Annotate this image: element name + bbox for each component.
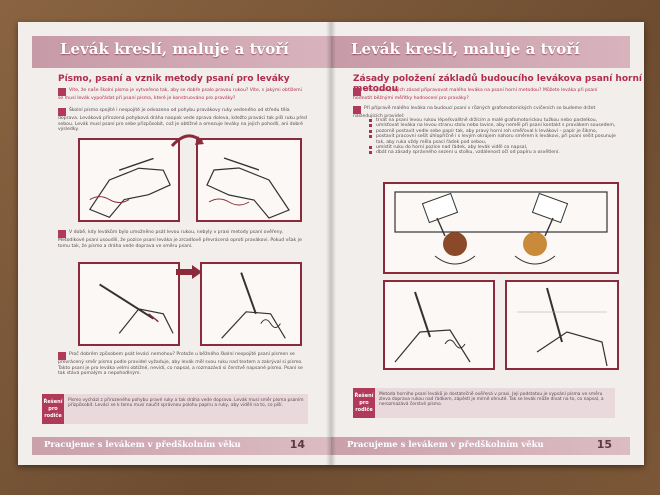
right-arrow-icon bbox=[176, 265, 202, 279]
list-item: trvat na psaní levou rukou lépe/kvalitně… bbox=[369, 118, 622, 123]
right-footer: Pracujeme s levákem v předškolním věku 1… bbox=[331, 437, 630, 455]
left-header-title: Levák kreslí, maluje a tvoří bbox=[60, 40, 289, 58]
right-hand-writing-illustration bbox=[88, 157, 171, 218]
illustration-hand-pen-close bbox=[505, 280, 619, 370]
left-paragraph-1-text: Školní písmo spojité i nespojité je odvo… bbox=[58, 108, 307, 133]
open-workbook: Levák kreslí, maluje a tvoří Písmo, psan… bbox=[18, 22, 644, 465]
left-section-title: Písmo, psaní a vznik metody psaní pro le… bbox=[58, 74, 290, 84]
book-icon bbox=[58, 352, 66, 360]
book-icon bbox=[58, 230, 66, 238]
left-paragraph-1: Školní písmo spojité i nespojité je odvo… bbox=[58, 108, 308, 133]
illustration-pencil-start bbox=[78, 262, 180, 346]
tip-text: Metoda horního psaní leváků je dostatečn… bbox=[379, 392, 604, 408]
list-item: umístit ruku do horní pozice nad řádek, … bbox=[369, 145, 622, 150]
right-page-number: 15 bbox=[596, 438, 612, 451]
illustration-left-hand-writing bbox=[383, 280, 495, 370]
illustration-desk-seating bbox=[383, 182, 619, 274]
book-gutter bbox=[326, 22, 336, 465]
left-hand-writing-illustration bbox=[206, 157, 290, 219]
pencil-hand-illustration bbox=[99, 283, 174, 334]
left-page: Levák kreslí, maluje a tvoří Písmo, psan… bbox=[18, 22, 331, 465]
left-paragraph-2: V době, kdy levákům bylo umožněno psát l… bbox=[58, 230, 308, 249]
curved-arrow-icon bbox=[170, 134, 204, 148]
list-item: pozorně postavit vedle sebe papír tak, a… bbox=[369, 129, 622, 134]
left-paragraph-3-text: Proč dobrém způsobem psát leváci nemohou… bbox=[58, 352, 303, 377]
hand-writing-word-illustration bbox=[221, 272, 286, 339]
list-item: umísťovat leváka na levou stranu stolu n… bbox=[369, 123, 622, 128]
book-icon bbox=[58, 108, 66, 116]
right-footer-text: Pracujeme s levákem v předškolním věku bbox=[347, 440, 544, 450]
right-parent-tip: Řešení pro rodiče Metoda horního psaní l… bbox=[353, 388, 615, 418]
right-bullet-list: trvat na psaní levou rukou lépe/kvalitně… bbox=[367, 118, 622, 156]
left-paragraph-2-text: V době, kdy levákům bylo umožněno psát l… bbox=[58, 230, 302, 249]
right-section-title: Zásady položení základů budoucího leváko… bbox=[353, 74, 642, 94]
illustration-right-hand bbox=[78, 138, 180, 222]
left-header-band: Levák kreslí, maluje a tvoří bbox=[32, 36, 331, 68]
left-question: Víte, že naše školní písmo je vytvořeno … bbox=[58, 88, 308, 102]
left-paragraph-3: Proč dobrém způsobem psát leváci nemohou… bbox=[58, 352, 308, 377]
right-header-title: Levák kreslí, maluje a tvoří bbox=[351, 40, 580, 58]
right-paragraph-1: Při přípravě malého leváka na budoucí ps… bbox=[353, 106, 615, 120]
illustration-pencil-written bbox=[200, 262, 302, 346]
right-header-band: Levák kreslí, maluje a tvoří bbox=[331, 36, 630, 68]
left-page-number: 14 bbox=[289, 438, 305, 451]
left-footer-text: Pracujeme s levákem v předškolním věku bbox=[44, 440, 241, 450]
right-page: Levák kreslí, maluje a tvoří Zásady polo… bbox=[331, 22, 644, 465]
right-paragraph-1-text: Při přípravě malého leváka na budoucí ps… bbox=[353, 106, 596, 119]
list-item: dbát na zásady správného sezení u stolku… bbox=[369, 150, 622, 155]
tip-text: Písmo vychází z přirozeného pohybu pravé… bbox=[68, 398, 304, 409]
left-question-text: Víte, že naše školní písmo je vytvořeno … bbox=[58, 88, 302, 101]
book-icon bbox=[353, 106, 361, 114]
left-parent-tip: Řešení pro rodiče Písmo vychází z přiroz… bbox=[42, 394, 308, 424]
right-question-text: Víte, podle jakých zásad připravovat mal… bbox=[353, 88, 598, 101]
list-item: postavit pracovní sešit úhlopříčně i s l… bbox=[369, 134, 622, 145]
tip-label: Řešení pro rodiče bbox=[42, 394, 64, 424]
left-footer: Pracujeme s levákem v předškolním věku 1… bbox=[32, 437, 331, 455]
tip-label: Řešení pro rodiče bbox=[353, 388, 375, 418]
left-hand-above-line-illustration bbox=[394, 291, 471, 363]
question-icon bbox=[58, 88, 66, 96]
hand-pen-closeup-illustration bbox=[517, 287, 608, 367]
right-question: Víte, podle jakých zásad připravovat mal… bbox=[353, 88, 615, 102]
children-at-desk-illustration bbox=[394, 191, 608, 265]
question-icon bbox=[353, 88, 361, 96]
illustration-left-hand bbox=[196, 138, 302, 222]
